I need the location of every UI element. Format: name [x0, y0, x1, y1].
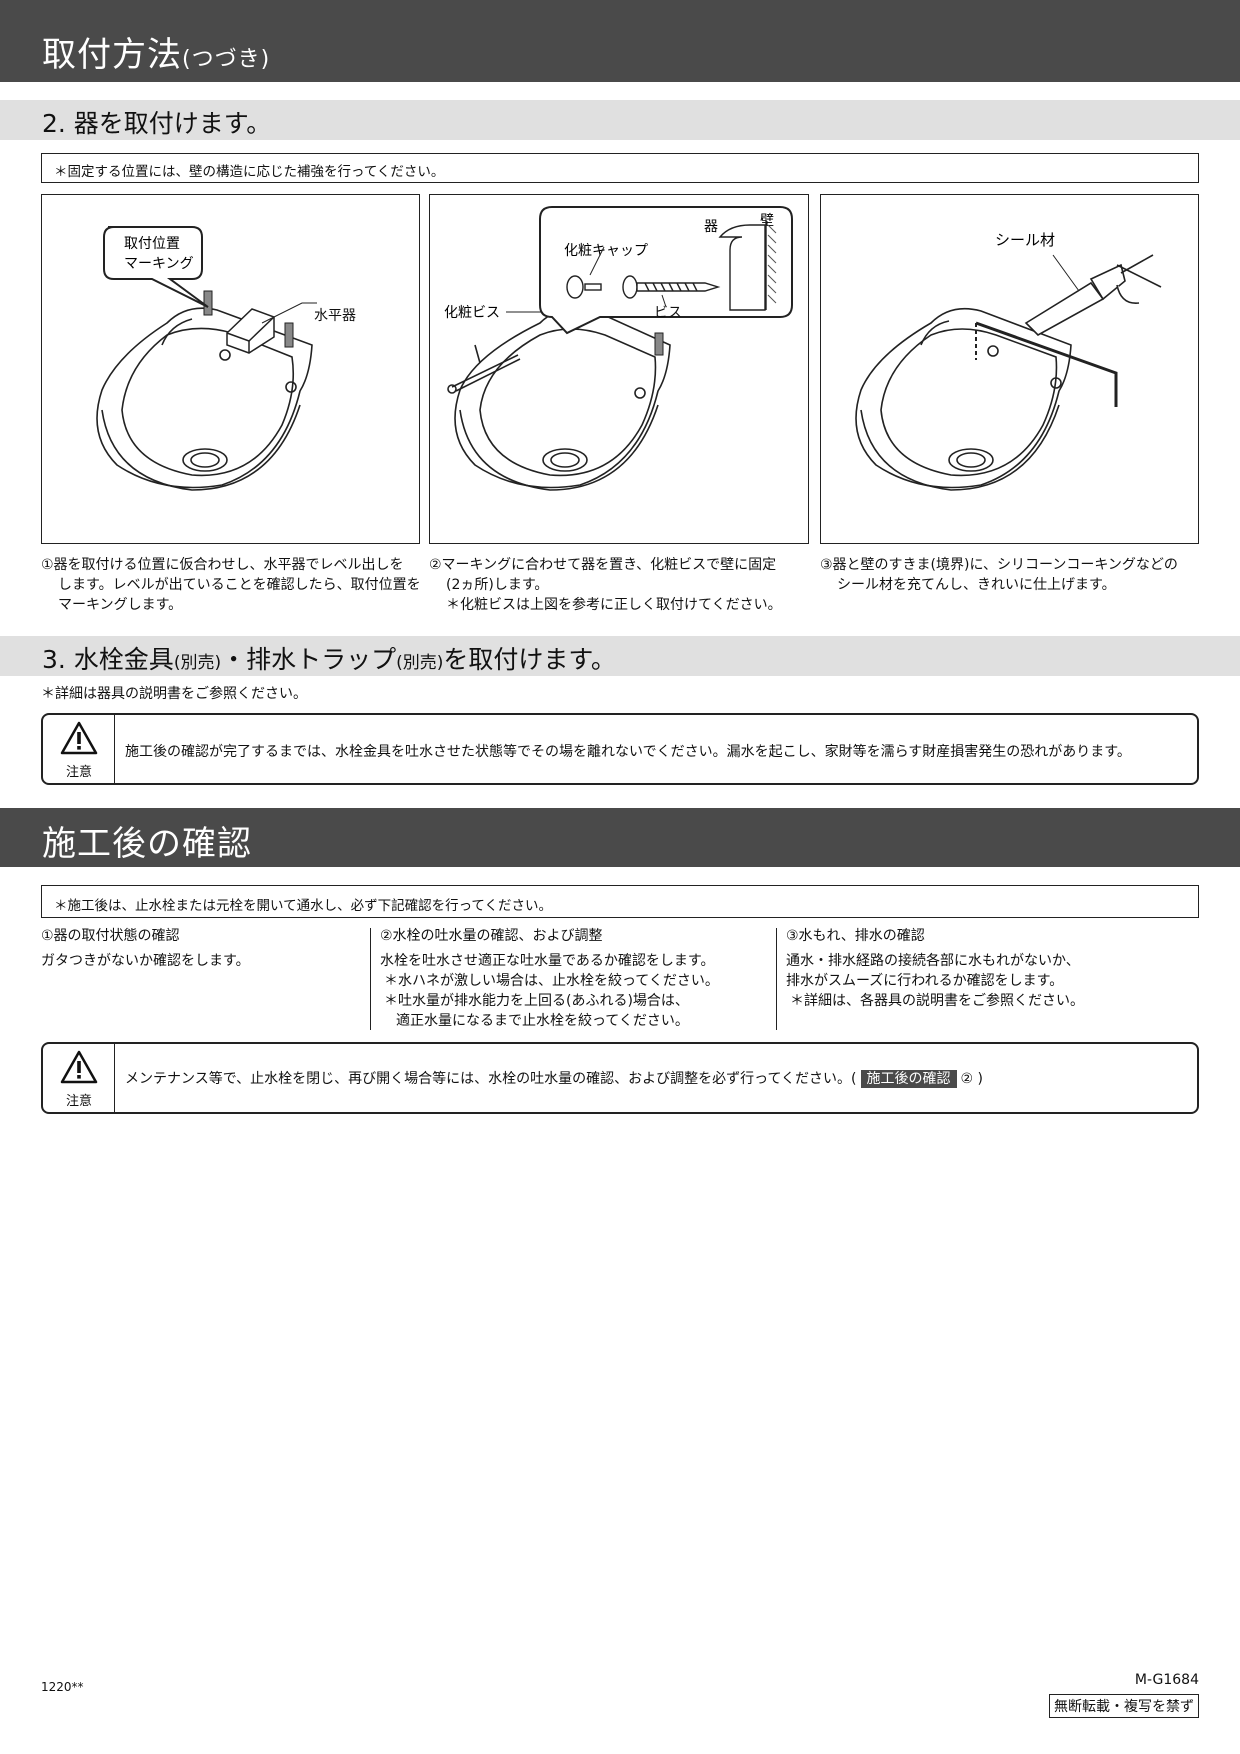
figure-1-basin-illustration: 水平器 取付位置 マーキング [96, 226, 356, 491]
step-2-header: 2. 器を取付けます。 [0, 100, 1240, 140]
caution-icon-block: 注意 [43, 715, 115, 783]
figure-3-basin-illustration: シール材 [855, 231, 1162, 491]
step-3-title: 3. 水栓金具(別売)・排水トラップ(別売)を取付けます。 [42, 645, 616, 674]
caption-3-line-1: ③器と壁のすきま(境界)に、シリコーンコーキングなどの [820, 557, 1178, 573]
step-2-caption-1: ①器を取付ける位置に仮合わせし、水平器でレベル出しを します。レベルが出ているこ… [41, 555, 421, 615]
sealant-label: シール材 [995, 231, 1055, 249]
maintenance-caution-text: メンテナンス等で、止水栓を閉じ、再び開く場合等には、水栓の吐水量の確認、および調… [125, 1070, 983, 1088]
check-column-2: ②水栓の吐水量の確認、および調整 水栓を吐水させ適正な吐水量であるか確認をします… [380, 926, 770, 1031]
callout-line-1: 取付位置 [124, 236, 180, 252]
check-3-line-1: 通水・排水経路の接続各部に水もれがないか、 [786, 953, 1080, 969]
step-2-caption-2: ②マーキングに合わせて器を置き、化粧ビスで壁に固定 (2ヵ所)します。 ＊化粧ビ… [429, 555, 814, 615]
caption-2-line-2: (2ヵ所)します。 [446, 577, 549, 593]
check-1-heading: ①器の取付状態の確認 [41, 928, 180, 944]
caption-2-line-3: ＊化粧ビスは上図を参考に正しく取付けてください。 [446, 597, 782, 613]
copyright-notice: 無断転載・複写を禁ず [1049, 1694, 1199, 1718]
caption-1-line-2: します。レベルが出ていることを確認したら、取付位置を [58, 577, 421, 593]
check-3-line-2: 排水がスムーズに行われるか確認をします。 [786, 973, 1064, 989]
section-reference-tag: 施工後の確認 [860, 1070, 957, 1088]
check-column-3: ③水もれ、排水の確認 通水・排水経路の接続各部に水もれがないか、 排水がスムーズ… [786, 926, 1196, 1011]
check-1-line-1: ガタつきがないか確認をします。 [41, 953, 250, 969]
column-divider [370, 928, 371, 1030]
reinforcement-note: ＊固定する位置には、壁の構造に応じた補強を行ってください。 [41, 153, 1199, 183]
step-3-header: 3. 水栓金具(別売)・排水トラップ(別売)を取付けます。 [0, 636, 1240, 676]
check-3-heading: ③水もれ、排水の確認 [786, 928, 925, 944]
check-column-1: ①器の取付状態の確認 ガタつきがないか確認をします。 [41, 926, 361, 971]
vessel-label: 器 [704, 219, 718, 235]
figure-2-basin-illustration: 化粧ビス 化粧キャップ 器 壁 ビス [444, 206, 793, 491]
check-2-heading: ②水栓の吐水量の確認、および調整 [380, 928, 603, 944]
caption-2-line-1: ②マーキングに合わせて器を置き、化粧ビスで壁に固定 [429, 557, 777, 573]
page-title: 取付方法 [42, 35, 182, 75]
caution-box-2: 注意 メンテナンス等で、止水栓を閉じ、再び開く場合等には、水栓の吐水量の確認、お… [41, 1042, 1199, 1114]
page-title-suffix: (つづき) [182, 47, 271, 72]
check-3-line-3: ＊詳細は、各器具の説明書をご参照ください。 [790, 993, 1084, 1009]
caution-label: 注意 [65, 765, 92, 780]
caution-text: 施工後の確認が完了するまでは、水栓金具を吐水させた状態等でその場を離れないでくだ… [125, 744, 1131, 760]
step-3-note: ＊詳細は器具の説明書をご参照ください。 [41, 686, 307, 702]
caption-1-line-3: マーキングします。 [58, 597, 183, 613]
footer-code: 1220** [41, 1680, 84, 1694]
deco-screw-label: 化粧ビス [444, 305, 500, 321]
post-check-title: 施工後の確認 [42, 824, 252, 864]
caption-3-line-2: シール材を充てんし、きれいに仕上げます。 [837, 577, 1116, 593]
document-number: M-G1684 [1134, 1672, 1199, 1688]
check-2-line-1: 水栓を吐水させ適正な吐水量であるか確認をします。 [380, 953, 715, 969]
section-header-post-check: 施工後の確認 [0, 808, 1240, 867]
screw-label: ビス [654, 305, 682, 321]
caution-label: 注意 [65, 1094, 92, 1109]
figure-1-panel: 水平器 取付位置 マーキング [41, 194, 420, 544]
warning-triangle-icon [60, 1050, 98, 1084]
cap-label: 化粧キャップ [564, 243, 648, 259]
column-divider [776, 928, 777, 1030]
warning-triangle-icon [60, 721, 98, 755]
check-2-line-2: ＊水ハネが激しい場合は、止水栓を絞ってください。 [384, 973, 719, 989]
section-header-installation: 取付方法(つづき) [0, 0, 1240, 82]
callout-line-2: マーキング [124, 256, 194, 272]
post-check-note: ＊施工後は、止水栓または元栓を開いて通水し、必ず下記確認を行ってください。 [41, 885, 1199, 918]
caption-1-line-1: ①器を取付ける位置に仮合わせし、水平器でレベル出しを [41, 557, 404, 573]
level-label: 水平器 [314, 308, 356, 324]
step-2-title: 2. 器を取付けます。 [42, 109, 272, 138]
check-2-line-3: ＊吐水量が排水能力を上回る(あふれる)場合は、 [384, 993, 689, 1009]
step-2-caption-3: ③器と壁のすきま(境界)に、シリコーンコーキングなどの シール材を充てんし、きれ… [820, 555, 1210, 595]
figure-3-panel: シール材 [820, 194, 1199, 544]
footer-right: M-G1684 無断転載・複写を禁ず [1049, 1672, 1199, 1718]
check-2-line-4: 適正水量になるまで止水栓を絞ってください。 [396, 1013, 689, 1029]
figure-2-panel: 化粧ビス 化粧キャップ 器 壁 ビス [429, 194, 809, 544]
caution-box-1: 注意 施工後の確認が完了するまでは、水栓金具を吐水させた状態等でその場を離れない… [41, 713, 1199, 785]
caution-icon-block: 注意 [43, 1044, 115, 1112]
